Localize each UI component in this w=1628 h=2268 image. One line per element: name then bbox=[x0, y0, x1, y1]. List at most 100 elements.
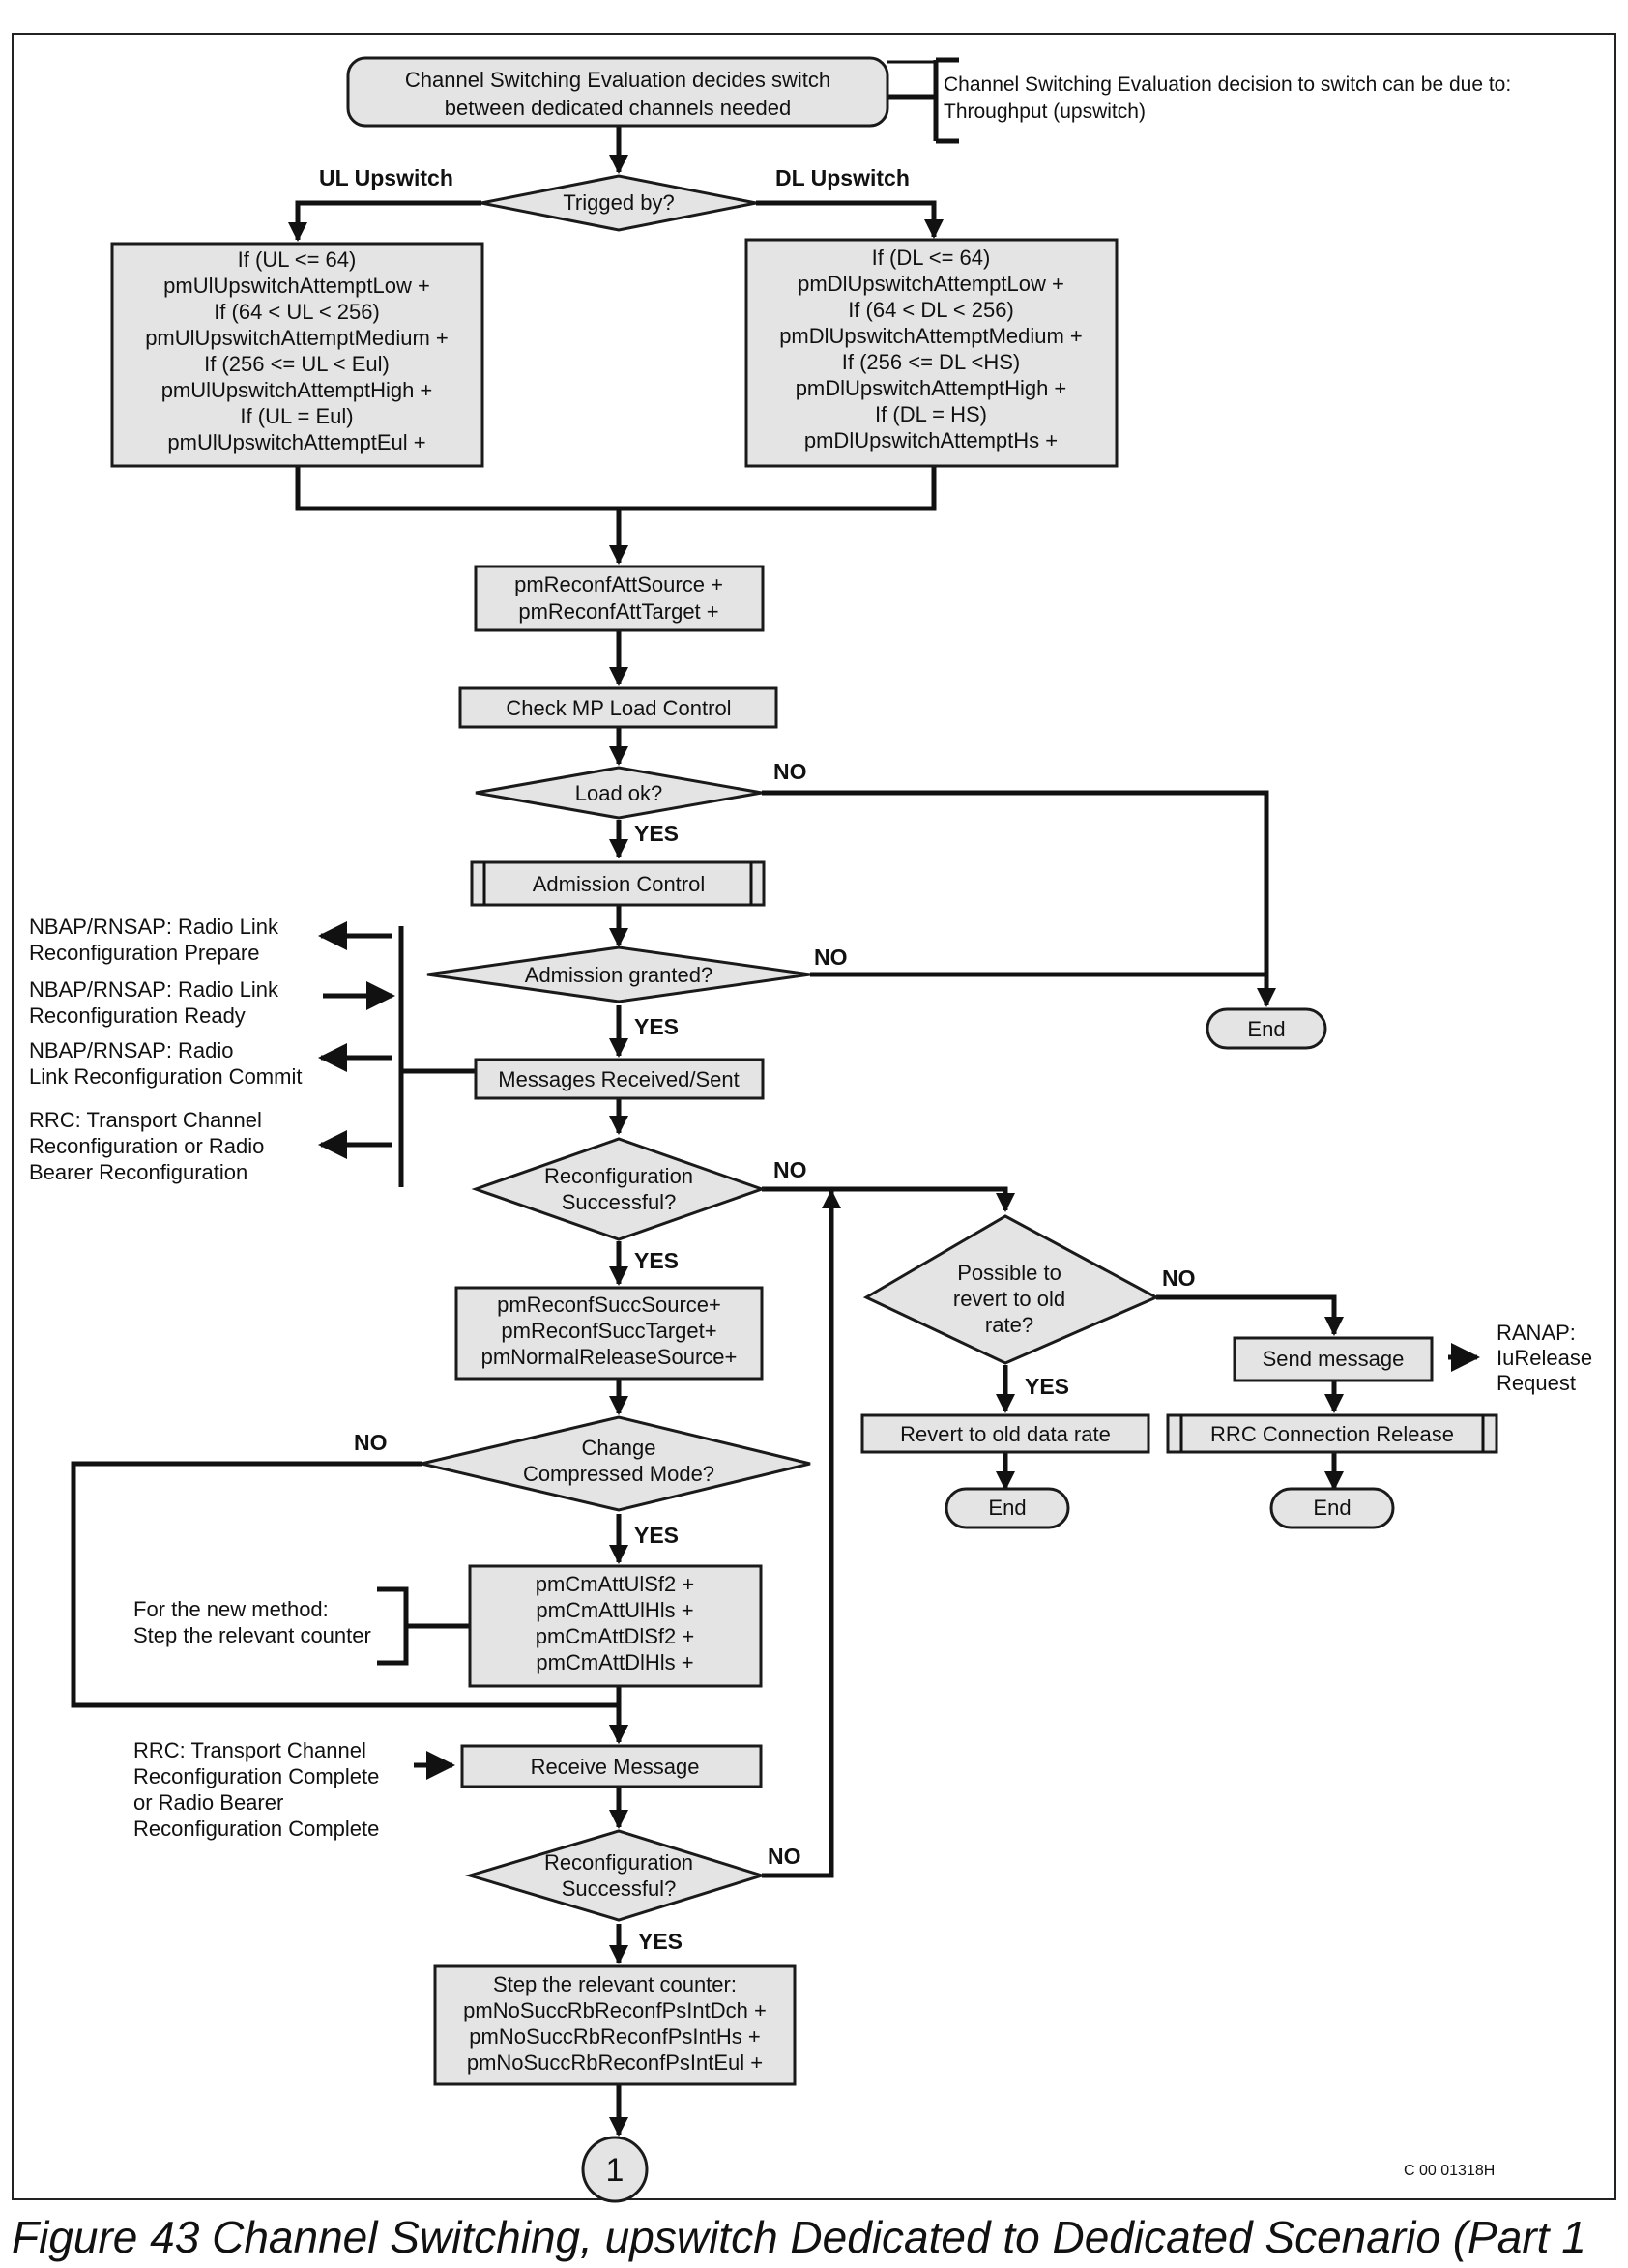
message-notes: NBAP/RNSAP: Radio Link Reconfiguration P… bbox=[29, 915, 302, 1184]
receive-message-box: Receive Message bbox=[460, 1744, 763, 1788]
receive-note-line: RRC: Transport Channel bbox=[133, 1738, 366, 1762]
load-ok-yes: YES bbox=[634, 821, 679, 846]
ul-line: If (UL = Eul) bbox=[240, 404, 353, 428]
admission-granted-question: Admission granted? bbox=[525, 963, 712, 987]
msg-note-line: Reconfiguration or Radio bbox=[29, 1134, 264, 1158]
reconf-success-line: Reconfiguration bbox=[544, 1850, 693, 1875]
ul-line: pmUlUpswitchAttemptEul + bbox=[167, 430, 425, 454]
send-message-label: Send message bbox=[1263, 1347, 1405, 1371]
reconf-succ-line: pmReconfSuccSource+ bbox=[497, 1293, 721, 1317]
msg-note-line: NBAP/RNSAP: Radio Link bbox=[29, 977, 279, 1002]
admission-granted-yes: YES bbox=[634, 1014, 679, 1039]
admission-control-label: Admission Control bbox=[533, 872, 706, 896]
dl-line: If (DL <= 64) bbox=[872, 246, 991, 270]
ul-counter-box: If (UL <= 64) pmUlUpswitchAttemptLow + I… bbox=[110, 242, 484, 468]
dl-line: If (DL = HS) bbox=[875, 402, 987, 426]
revert-label: Revert to old data rate bbox=[900, 1422, 1111, 1446]
ul-line: If (64 < UL < 256) bbox=[214, 300, 380, 324]
start-note-line-1: Channel Switching Evaluation decision to… bbox=[944, 73, 1511, 96]
messages-label: Messages Received/Sent bbox=[498, 1067, 739, 1091]
end-terminal-3: End bbox=[1269, 1487, 1395, 1529]
revert-question-line: Possible to bbox=[957, 1261, 1061, 1285]
connector-lines bbox=[71, 124, 1344, 2137]
trigger-decision: Trigged by? bbox=[480, 174, 757, 232]
dl-line: If (64 < DL < 256) bbox=[848, 298, 1014, 322]
reconf-success-decision-1: Reconfiguration Successful? bbox=[471, 1137, 767, 1241]
ul-line: If (256 <= UL < Eul) bbox=[204, 352, 390, 376]
page-connector: 1 bbox=[581, 2136, 649, 2203]
reconf-succ-box: pmReconfSuccSource+ pmReconfSuccTarget+ … bbox=[454, 1286, 764, 1381]
mp-load-label: Check MP Load Control bbox=[506, 696, 731, 720]
msg-note-line: Bearer Reconfiguration bbox=[29, 1160, 247, 1184]
load-ok-question: Load ok? bbox=[575, 781, 663, 805]
send-message-box: Send message bbox=[1233, 1336, 1434, 1382]
end-label: End bbox=[988, 1496, 1026, 1520]
revert-question-line: revert to old bbox=[953, 1287, 1065, 1311]
ul-line: pmUlUpswitchAttemptMedium + bbox=[145, 326, 449, 350]
reconf-success-line: Successful? bbox=[562, 1876, 677, 1901]
end-label: End bbox=[1313, 1496, 1351, 1520]
admission-control-box: Admission Control bbox=[470, 860, 766, 907]
receive-label: Receive Message bbox=[531, 1755, 700, 1779]
admission-granted-decision: Admission granted? bbox=[426, 945, 811, 1003]
reconf-success-line: Reconfiguration bbox=[544, 1164, 693, 1188]
load-ok-no: NO bbox=[773, 759, 807, 784]
final-line: pmNoSuccRbReconfPsIntEul + bbox=[467, 2050, 763, 2075]
dl-line: If (256 <= DL <HS) bbox=[842, 350, 1020, 374]
dl-counter-box: If (DL <= 64) pmDlUpswitchAttemptLow + I… bbox=[744, 238, 1119, 468]
annotation-lines bbox=[318, 57, 1480, 1780]
msg-note-line: RRC: Transport Channel bbox=[29, 1108, 262, 1132]
ul-line: If (UL <= 64) bbox=[238, 247, 357, 272]
dl-line: pmDlUpswitchAttemptLow + bbox=[798, 272, 1064, 296]
reconf-success-line: Successful? bbox=[562, 1190, 677, 1214]
load-ok-decision: Load ok? bbox=[475, 766, 763, 820]
messages-box: Messages Received/Sent bbox=[474, 1058, 765, 1100]
reconf-att-box: pmReconfAttSource + pmReconfAttTarget + bbox=[474, 565, 765, 632]
ranap-note-line: RANAP: bbox=[1497, 1321, 1576, 1345]
reconf-succ-line: pmReconfSuccTarget+ bbox=[501, 1319, 716, 1343]
revert-no: NO bbox=[1162, 1265, 1196, 1291]
compressed-mode-decision: Change Compressed Mode? bbox=[421, 1415, 811, 1512]
cm-yes: YES bbox=[634, 1523, 679, 1548]
receive-note-line: Reconfiguration Complete bbox=[133, 1817, 379, 1841]
start-box: Channel Switching Evaluation decides swi… bbox=[346, 56, 889, 128]
ul-line: pmUlUpswitchAttemptHigh + bbox=[161, 378, 433, 402]
reconf-success-1-yes: YES bbox=[634, 1248, 679, 1273]
msg-note-line: NBAP/RNSAP: Radio bbox=[29, 1038, 234, 1062]
cm-line: pmCmAttUlSf2 + bbox=[536, 1572, 694, 1596]
start-line-1: Channel Switching Evaluation decides swi… bbox=[405, 68, 830, 92]
cm-question-line: Compressed Mode? bbox=[523, 1462, 714, 1486]
revert-box: Revert to old data rate bbox=[860, 1413, 1150, 1454]
msg-note-line: Reconfiguration Ready bbox=[29, 1003, 246, 1028]
ul-upswitch-label: UL Upswitch bbox=[319, 165, 453, 190]
reconf-succ-line: pmNormalReleaseSource+ bbox=[481, 1345, 738, 1369]
start-line-2: between dedicated channels needed bbox=[445, 96, 791, 120]
end-label: End bbox=[1247, 1017, 1285, 1041]
figure-caption: Figure 43 Channel Switching, upswitch De… bbox=[12, 2212, 1586, 2262]
cm-note-line: Step the relevant counter bbox=[133, 1623, 371, 1647]
end-terminal-2: End bbox=[945, 1487, 1070, 1529]
final-line: pmNoSuccRbReconfPsIntDch + bbox=[463, 1998, 767, 2022]
cm-no: NO bbox=[354, 1430, 388, 1455]
receive-note-line: or Radio Bearer bbox=[133, 1790, 283, 1815]
start-note-line-2: Throughput (upswitch) bbox=[944, 101, 1146, 123]
ranap-note-line: Request bbox=[1497, 1371, 1576, 1395]
reconf-att-line: pmReconfAttTarget + bbox=[518, 599, 718, 624]
dl-upswitch-label: DL Upswitch bbox=[775, 165, 910, 190]
rrc-release-box: RRC Connection Release bbox=[1166, 1413, 1498, 1454]
dl-line: pmDlUpswitchAttemptHigh + bbox=[796, 376, 1067, 400]
reference-code: C 00 01318H bbox=[1404, 2163, 1495, 2179]
cm-question-line: Change bbox=[581, 1436, 655, 1460]
dl-line: pmDlUpswitchAttemptMedium + bbox=[779, 324, 1083, 348]
msg-note-line: NBAP/RNSAP: Radio Link bbox=[29, 915, 279, 939]
reconf-success-2-no: NO bbox=[768, 1844, 801, 1869]
receive-note-line: Reconfiguration Complete bbox=[133, 1764, 379, 1788]
end-terminal-1: End bbox=[1206, 1007, 1327, 1050]
cm-line: pmCmAttUlHls + bbox=[536, 1598, 693, 1622]
flowchart: Channel Switching Evaluation decides swi… bbox=[29, 56, 1592, 2203]
connector-label: 1 bbox=[606, 2152, 625, 2189]
cm-note-line: For the new method: bbox=[133, 1597, 329, 1621]
final-counter-box: Step the relevant counter: pmNoSuccRbRec… bbox=[433, 1964, 797, 2086]
revert-question-line: rate? bbox=[985, 1313, 1033, 1337]
admission-granted-no: NO bbox=[814, 945, 848, 970]
